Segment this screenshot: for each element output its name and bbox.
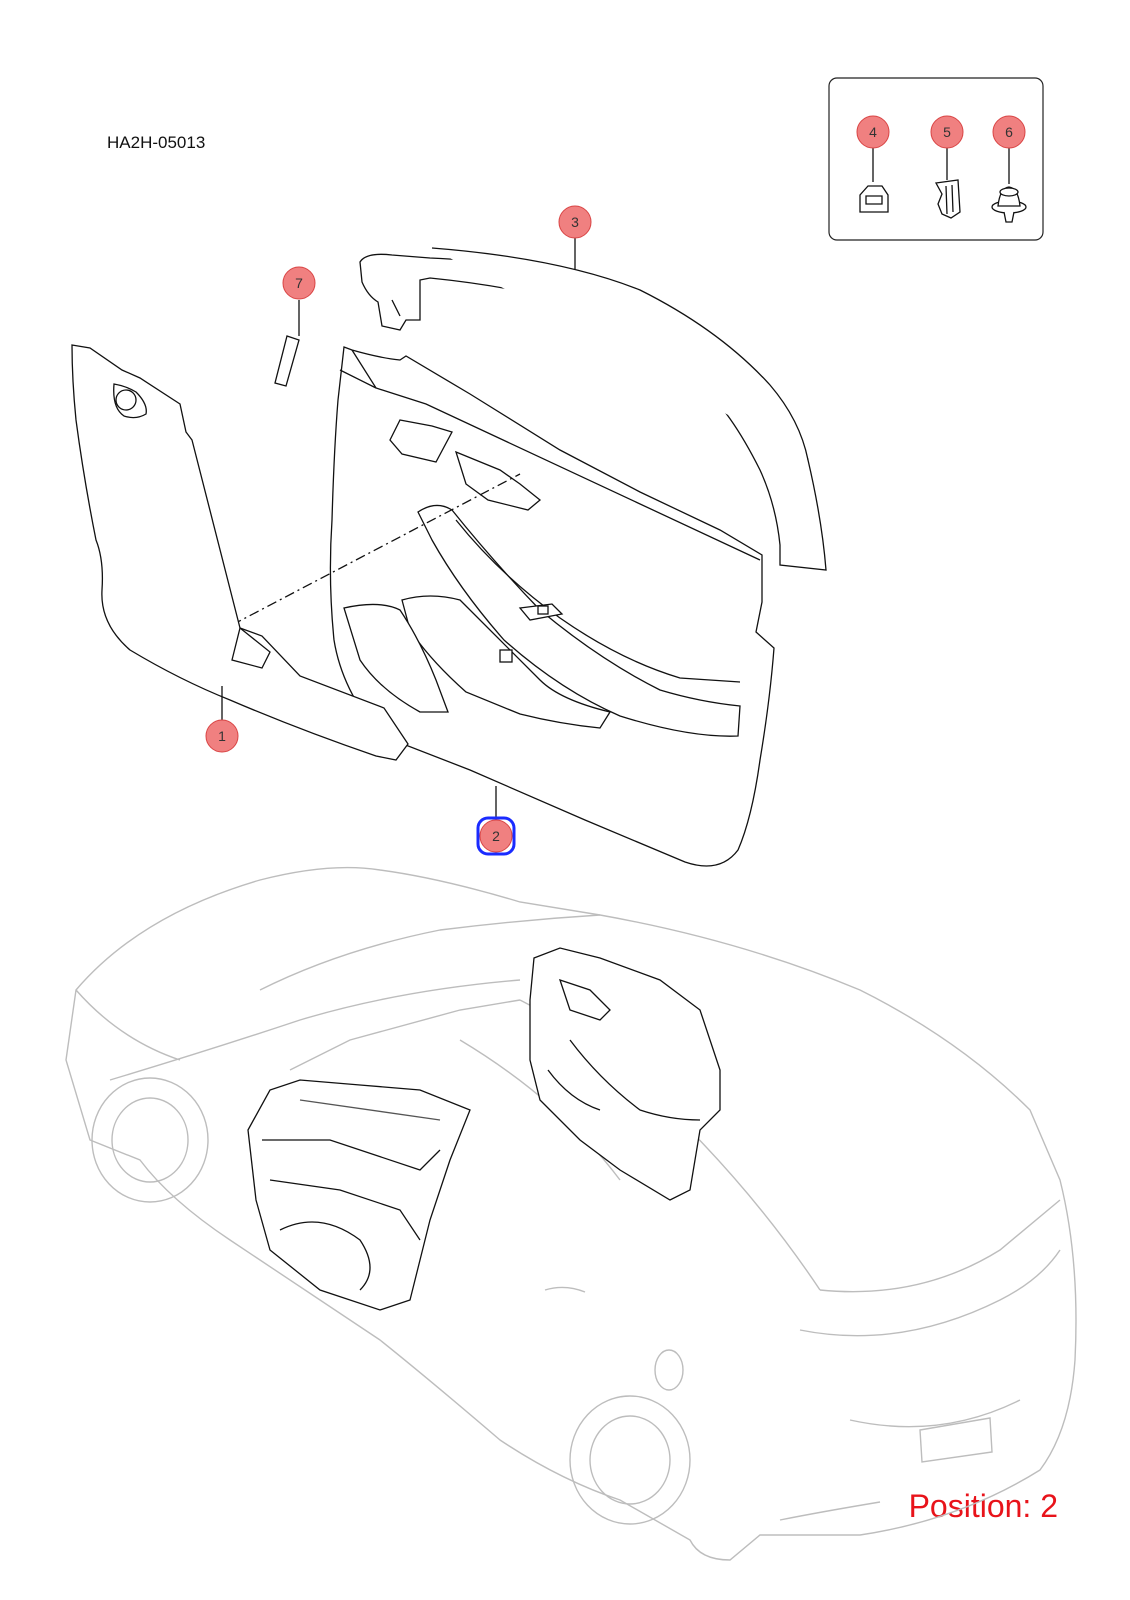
callout-circle (856, 115, 890, 149)
callout-circle (992, 115, 1026, 149)
callout-number: 4 (869, 124, 877, 140)
part-2-door-panel (231, 346, 775, 867)
callout-number: 6 (1005, 124, 1013, 140)
clip-icon (859, 148, 889, 213)
diagram-code: HA2H-05013 (107, 133, 206, 152)
callout-5[interactable]: 5 (930, 115, 964, 149)
callout-1[interactable]: 1 (205, 719, 239, 753)
fasteners-box (828, 77, 1044, 241)
callout-circle (282, 266, 316, 300)
callout-7[interactable]: 7 (282, 266, 316, 300)
callout-number: 1 (218, 728, 226, 744)
callout-layer: 1 2 3 4 5 6 7 (205, 115, 1026, 856)
part-1-lower-trim (71, 344, 409, 761)
part-7-strip (274, 300, 300, 387)
callout-number: 2 (492, 828, 500, 844)
callout-2[interactable]: 2 (476, 816, 516, 856)
callout-number: 7 (295, 275, 303, 291)
vehicle-panel-detail (529, 947, 721, 1201)
push-pin-icon (991, 148, 1027, 223)
callout-number: 5 (943, 124, 951, 140)
callout-circle (479, 819, 513, 853)
callout-circle (558, 205, 592, 239)
callout-number: 3 (571, 214, 579, 230)
callout-circle (205, 719, 239, 753)
callout-6[interactable]: 6 (992, 115, 1026, 149)
callout-3[interactable]: 3 (558, 205, 592, 239)
part-3-upper-trim (359, 238, 827, 571)
retainer-icon (934, 148, 961, 219)
callout-circle (930, 115, 964, 149)
callout-4[interactable]: 4 (856, 115, 890, 149)
selection-highlight (476, 816, 516, 856)
vehicle-door-detail (247, 1079, 471, 1311)
